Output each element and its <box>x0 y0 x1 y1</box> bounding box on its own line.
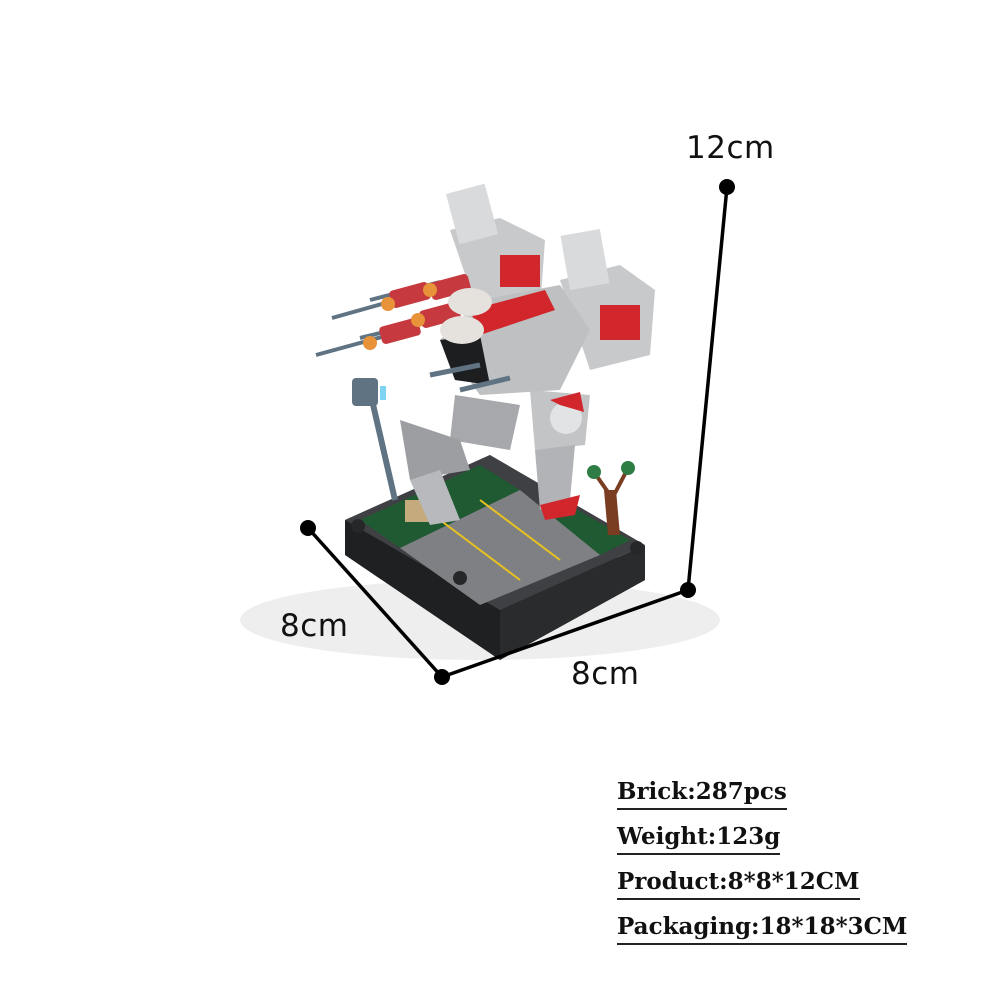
height-line <box>686 186 729 591</box>
lamp-post <box>352 378 398 501</box>
depth-label: 8cm <box>280 608 349 644</box>
dimension-lines <box>300 179 735 685</box>
mech-body <box>315 183 655 395</box>
spec-weight: Weight:123g <box>617 822 781 855</box>
corner-dot-right <box>680 582 696 598</box>
spec-product-size: Product:8*8*12CM <box>617 867 860 900</box>
height-endpoint-dot <box>719 179 735 195</box>
mech-legs <box>400 390 590 525</box>
spec-brick-count: Brick:287pcs <box>617 777 787 810</box>
missile-rack <box>315 274 492 357</box>
height-label: 12cm <box>686 130 775 166</box>
road-line <box>439 519 521 581</box>
spec-packaging-size: Packaging:18*18*3CM <box>617 912 908 945</box>
width-line <box>441 588 689 679</box>
depth-line <box>306 526 444 679</box>
depth-endpoint-dot <box>300 520 316 536</box>
tree <box>587 461 635 535</box>
spec-list: Brick:287pcs Weight:123g Product:8*8*12C… <box>617 777 908 957</box>
width-label: 8cm <box>571 656 640 692</box>
corner-dot <box>434 669 450 685</box>
